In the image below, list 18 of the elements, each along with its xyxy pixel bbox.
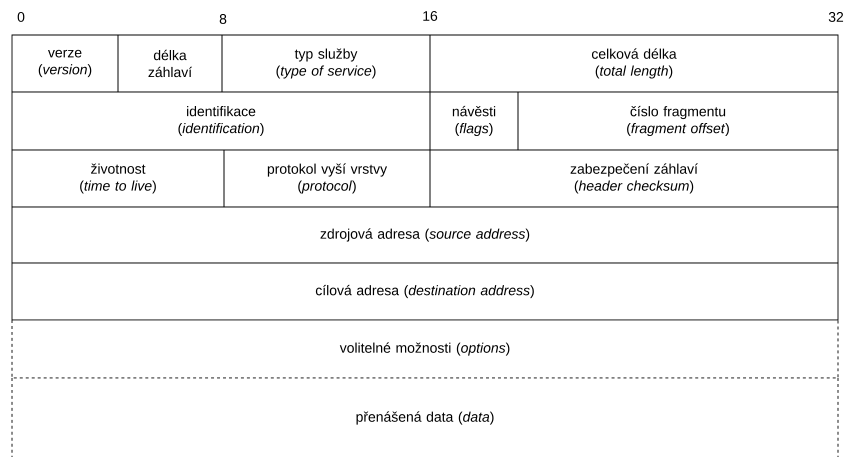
header-field-cell: identifikace (identification)	[12, 92, 430, 150]
header-field-cell: verze (version)	[12, 34, 118, 92]
header-field-cell: návěsti (flags)	[430, 92, 518, 150]
header-field-cell: typ služby (type of service)	[222, 34, 430, 92]
header-field-cell: zabezpečení záhlaví (header checksum)	[430, 150, 838, 208]
header-field-cell: přenášená data (data)	[12, 378, 838, 457]
header-field-cell: životnost (time to live)	[12, 150, 224, 208]
bit-number: 32	[828, 12, 844, 22]
header-field-cell: délka záhlaví	[118, 34, 222, 92]
header-field-cell: číslo fragmentu (fragment offset)	[518, 92, 838, 150]
header-field-cell: volitelné možnosti (options)	[12, 320, 838, 378]
header-field-cell: protokol vyší vrstvy (protocol)	[224, 150, 430, 208]
header-field-cell: celková délka (total length)	[430, 34, 838, 92]
bit-number: 8	[220, 14, 226, 24]
bit-number: 16	[423, 11, 438, 21]
header-field-cell: cílová adresa (destination address)	[12, 262, 838, 320]
bit-number: 0	[18, 12, 24, 22]
header-field-cell: zdrojová adresa (source address)	[12, 206, 838, 264]
